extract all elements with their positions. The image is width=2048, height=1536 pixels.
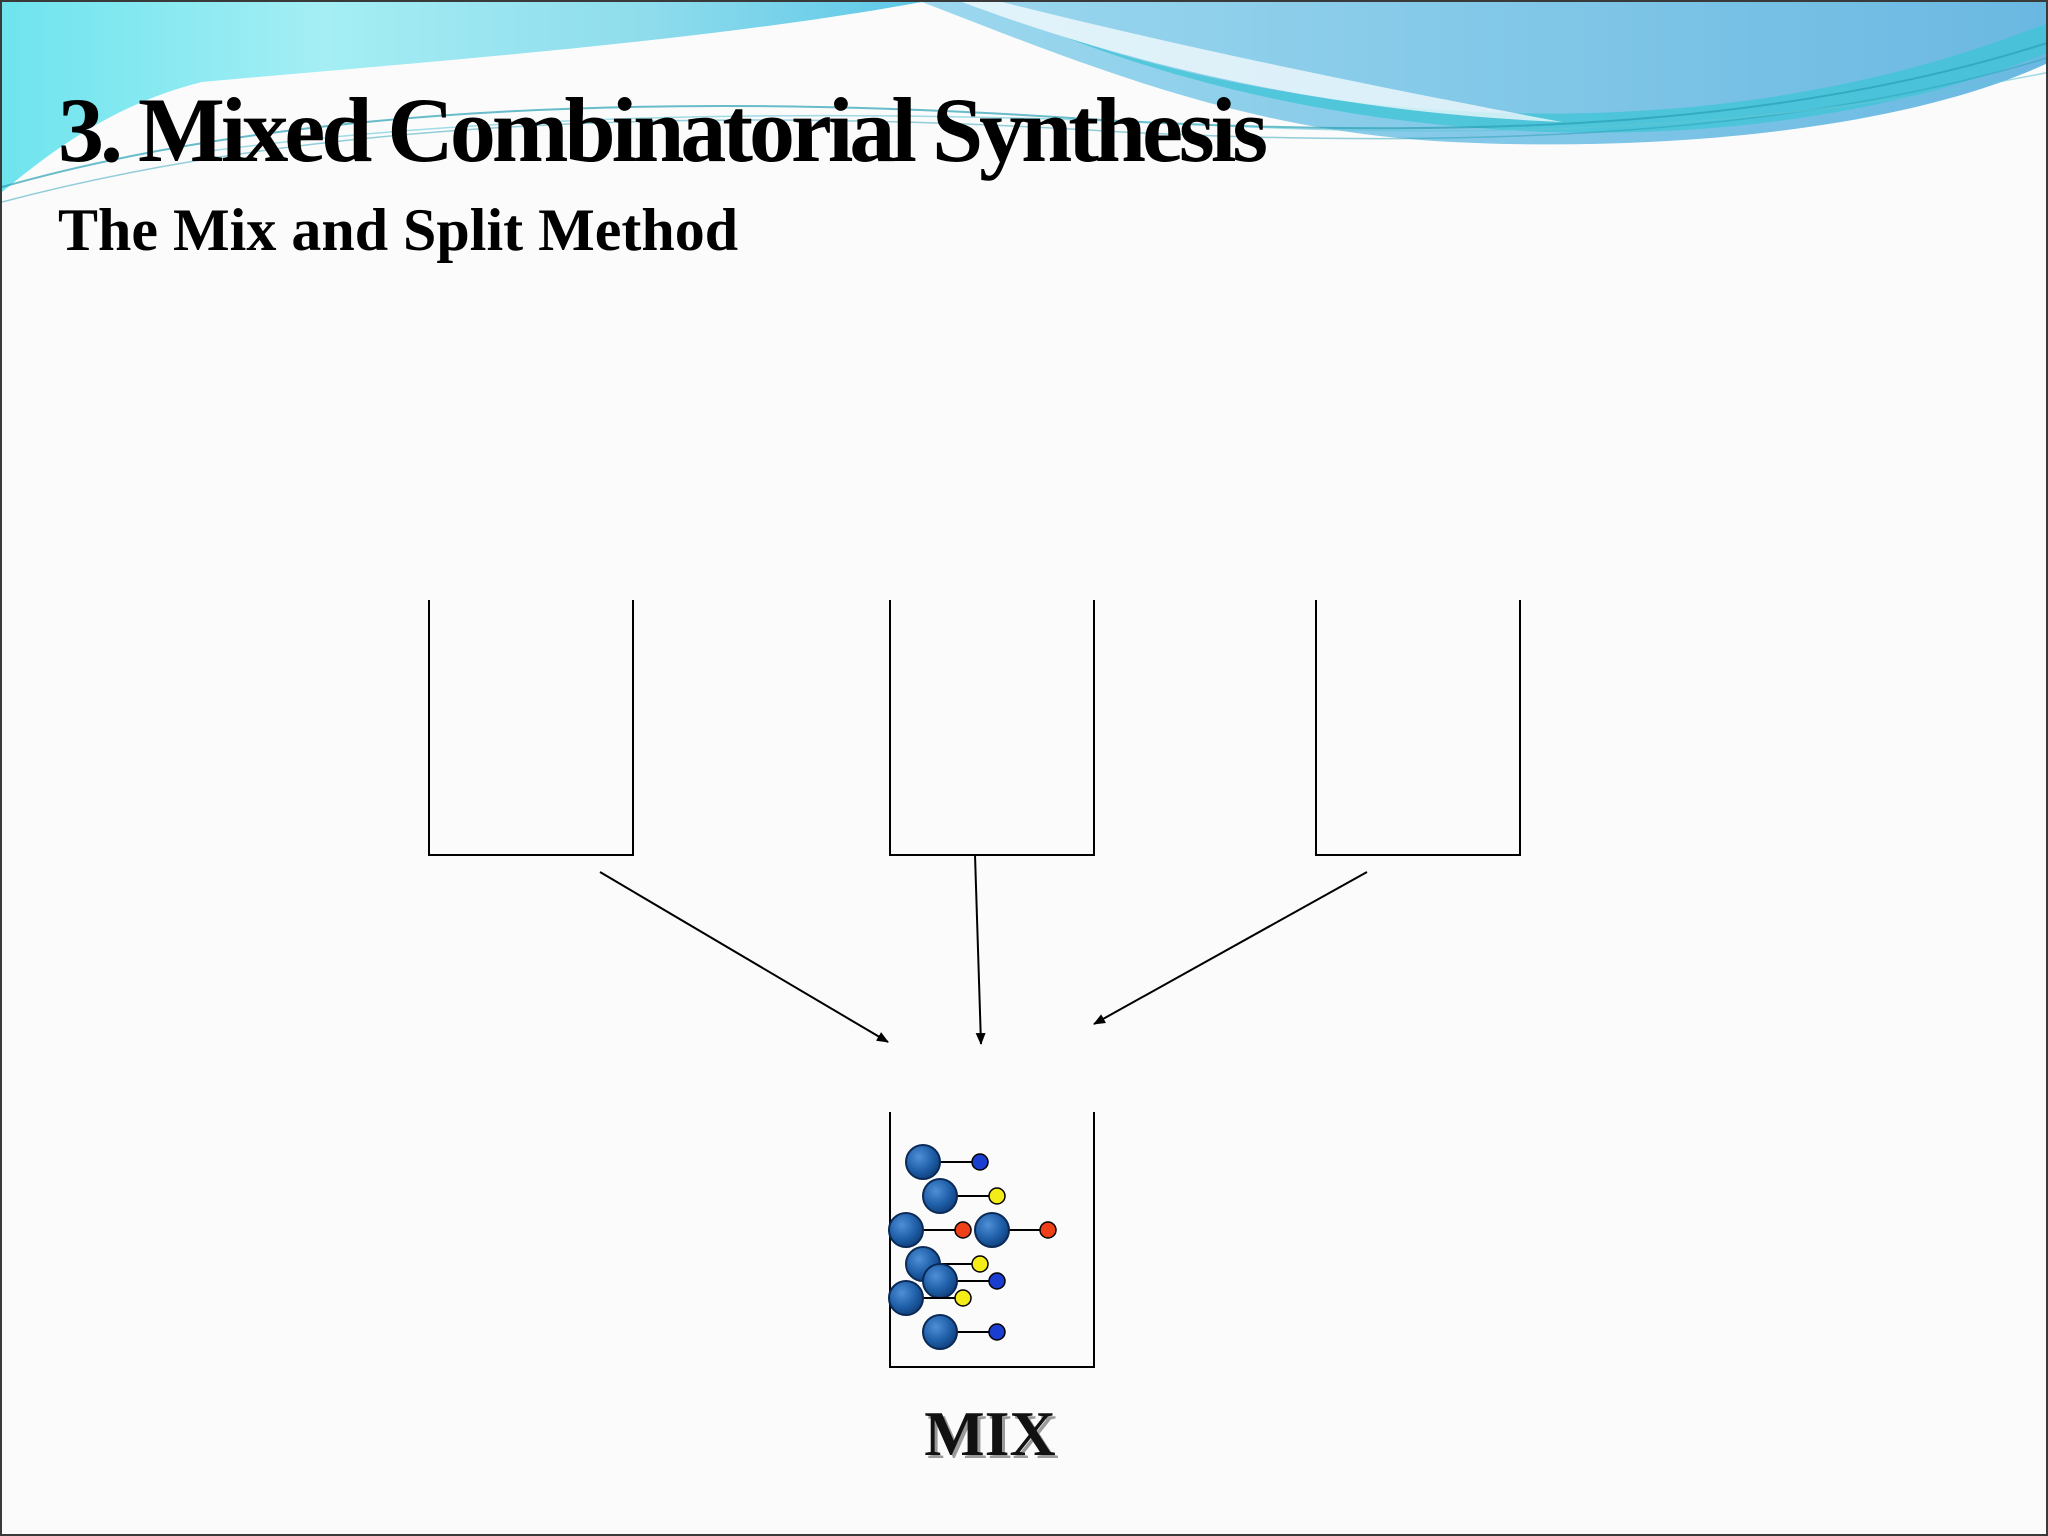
substituent-yellow [988, 1187, 1006, 1205]
wave-accent-band [1052, 23, 2046, 133]
bead [922, 1263, 958, 1299]
header-wave-decoration [2, 2, 2046, 203]
bead [888, 1280, 924, 1316]
mix-label: MIX [924, 1398, 1056, 1469]
bead [922, 1314, 958, 1350]
arrow-right-to-mix [1093, 871, 1368, 1025]
bead [974, 1212, 1010, 1248]
wave-white-streak [962, 2, 1562, 122]
substituent-blue [971, 1153, 989, 1171]
molecule-3 [888, 1212, 972, 1248]
bead [888, 1212, 924, 1248]
substituent-yellow [971, 1255, 989, 1273]
mix-vessel [889, 1112, 1095, 1368]
arrow-center-to-mix [974, 854, 986, 1045]
vessel-left [428, 600, 634, 856]
vessel-right [1315, 600, 1521, 856]
molecule-4 [974, 1212, 1057, 1248]
substituent-red [954, 1221, 972, 1239]
slide-subtitle: The Mix and Split Method [58, 197, 739, 263]
bead [922, 1178, 958, 1214]
wave-band-left [2, 2, 922, 192]
slide-title: 3. Mixed Combinatorial Synthesis [58, 79, 1268, 181]
molecule-1 [905, 1144, 989, 1180]
molecule-7 [888, 1280, 972, 1316]
molecule-6 [922, 1263, 1006, 1299]
substituent-red [1039, 1221, 1057, 1239]
substituent-blue [988, 1272, 1006, 1290]
vessel-center [889, 600, 1095, 856]
molecule-8 [922, 1314, 1006, 1350]
bead [905, 1144, 941, 1180]
wave-line-3 [201, 72, 2046, 153]
molecule-2 [922, 1178, 1006, 1214]
arrow-left-to-mix [599, 871, 889, 1043]
substituent-yellow [954, 1289, 972, 1307]
substituent-blue [988, 1323, 1006, 1341]
